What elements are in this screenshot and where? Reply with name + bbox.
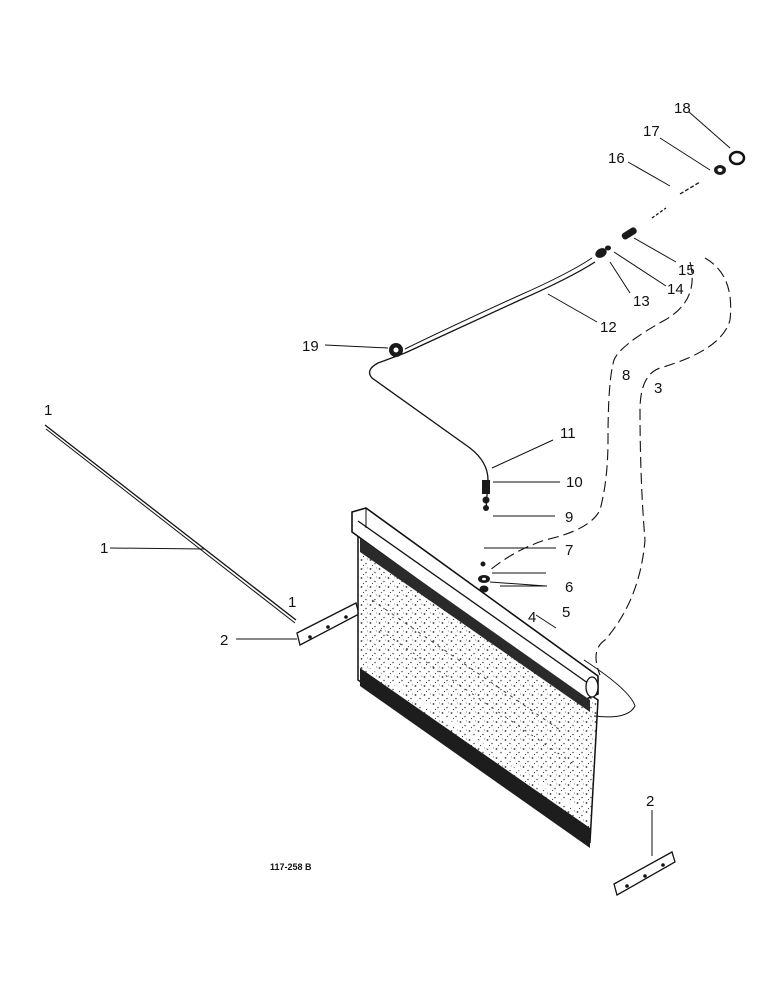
callout-16: 16 — [608, 150, 625, 167]
end-fittings-part — [595, 150, 746, 258]
callout-3: 3 — [654, 380, 662, 397]
fastener-stack-part — [478, 480, 490, 593]
screen-panel-part — [351, 507, 636, 848]
callout-15: 15 — [678, 262, 695, 279]
callout-10: 10 — [566, 474, 583, 491]
callout-13: 13 — [633, 293, 650, 310]
cable-assembly-part — [368, 257, 596, 511]
callout-12: 12 — [600, 319, 617, 336]
callout-11: 11 — [560, 425, 576, 442]
assembly-path-8 — [489, 261, 693, 571]
leader-lines — [109, 111, 731, 856]
callout-8: 8 — [622, 367, 630, 384]
callout-1-bottom: 1 — [288, 594, 296, 611]
callout-14: 14 — [667, 281, 684, 298]
callout-6: 6 — [565, 579, 573, 596]
bracket-right-part — [613, 851, 676, 896]
callout-2-right: 2 — [646, 793, 654, 810]
reference-code: 117-258 B — [270, 862, 312, 872]
callout-18: 18 — [674, 100, 691, 117]
callout-4: 4 — [528, 609, 536, 626]
callout-17: 17 — [643, 123, 660, 140]
callout-1-mid: 1 — [100, 540, 108, 557]
callout-19: 19 — [302, 338, 319, 355]
callout-5: 5 — [562, 604, 570, 621]
rod-part — [44, 424, 297, 624]
callout-2-left: 2 — [220, 632, 228, 649]
callout-1-top: 1 — [44, 402, 52, 419]
assembly-path-3 — [595, 257, 732, 676]
callout-7: 7 — [565, 542, 573, 559]
bracket-left-part — [296, 602, 360, 646]
callout-9: 9 — [565, 509, 573, 526]
